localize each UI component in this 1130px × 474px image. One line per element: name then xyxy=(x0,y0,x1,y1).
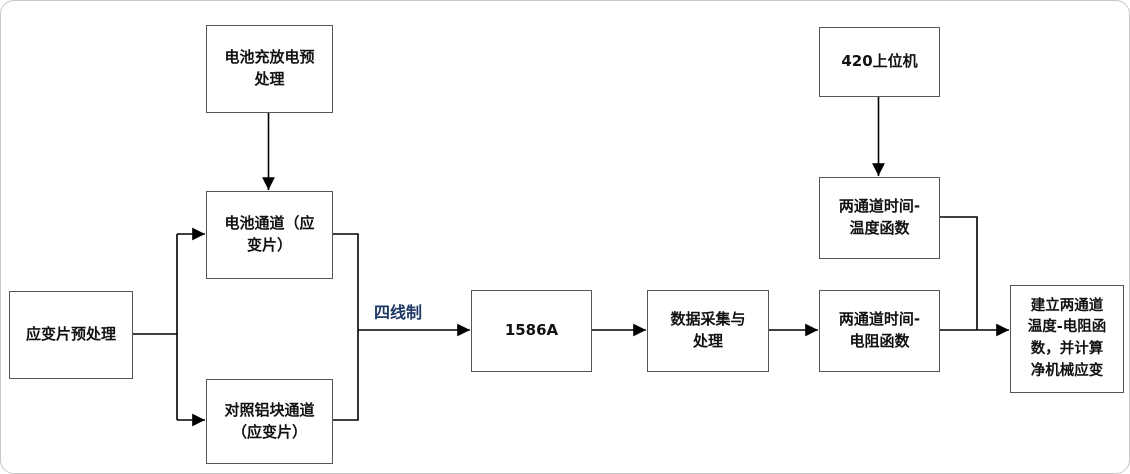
node-label: 两通道时间- 电阻函数 xyxy=(838,310,921,350)
node-label: 420上位机 xyxy=(841,52,918,71)
node-result-net-mechanical-strain: 建立两通道 温度-电阻函 数，并计算 净机械应变 xyxy=(1010,285,1124,393)
node-label: 对照铝块通道 （应变片） xyxy=(224,400,315,441)
node-label: 应变片预处理 xyxy=(25,325,116,344)
edge-strain-pretreat-branch xyxy=(131,234,178,420)
node-label: 电池充放电预 处理 xyxy=(224,48,315,88)
node-battery-charge-pretreatment: 电池充放电预 处理 xyxy=(206,25,333,113)
node-data-acquisition-processing: 数据采集与 处理 xyxy=(647,290,769,372)
node-time-resistance-function: 两通道时间- 电阻函数 xyxy=(819,290,940,372)
node-battery-channel: 电池通道（应 变片） xyxy=(206,191,333,279)
node-label: 电池通道（应 变片） xyxy=(224,214,315,254)
four-wire-edge-label: 四线制 xyxy=(373,303,422,322)
node-strain-gauge-pretreatment: 应变片预处理 xyxy=(9,291,133,379)
node-label: 数据采集与 处理 xyxy=(670,310,746,350)
node-aluminum-reference-channel: 对照铝块通道 （应变片） xyxy=(206,379,333,464)
edge-channels-merge xyxy=(331,233,359,421)
node-label: 1586A xyxy=(504,321,559,340)
node-label: 建立两通道 温度-电阻函 数，并计算 净机械应变 xyxy=(1027,297,1107,379)
node-label: 两通道时间- 温度函数 xyxy=(838,197,921,237)
edge-time-temperature-join xyxy=(938,216,978,330)
node-420-host-computer: 420上位机 xyxy=(819,27,940,97)
node-time-temperature-function: 两通道时间- 温度函数 xyxy=(819,177,940,259)
node-1586a-meter: 1586A xyxy=(471,290,592,372)
